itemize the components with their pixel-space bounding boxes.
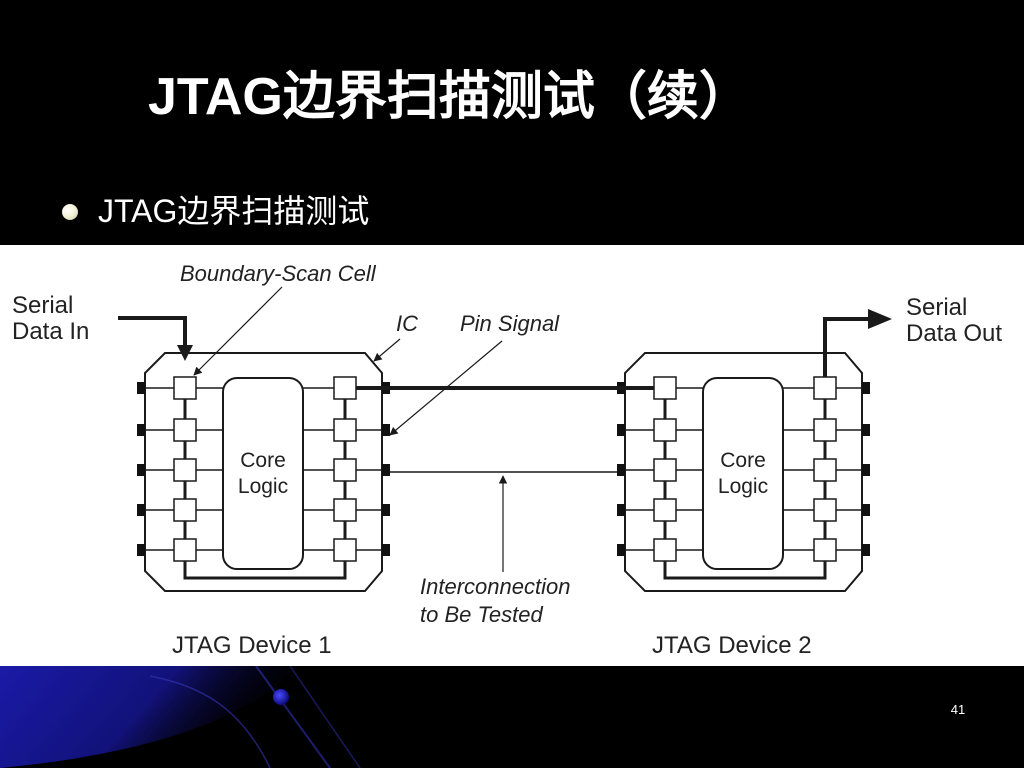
serial-data-out-label-line1: Serial — [906, 294, 967, 321]
device1-scan-chain — [183, 388, 347, 580]
bullet-dot-icon — [62, 204, 78, 220]
device2-core-logic-box — [702, 377, 784, 570]
device2-scan-chain — [663, 388, 827, 580]
boundary-scan-cell-label: Boundary-Scan Cell — [180, 261, 377, 286]
slide-title: JTAG边界扫描测试（续） — [148, 68, 751, 126]
device2-core-logic-line2: Logic — [718, 475, 768, 498]
bottom-decoration — [0, 666, 361, 768]
serial-data-out-arrowhead — [868, 309, 892, 329]
jtag-device-2: Core Logic — [617, 352, 870, 592]
serial-data-out-line — [823, 317, 870, 377]
pin-signal-callout-arrow — [389, 340, 503, 436]
serial-data-in-label-line2: Data In — [12, 318, 89, 345]
device1-label: JTAG Device 1 — [172, 632, 332, 659]
device2-core-logic-line1: Core — [720, 449, 766, 472]
ic-callout-arrow — [373, 338, 401, 362]
bullet-text: JTAG边界扫描测试 — [98, 193, 370, 229]
serial-data-in-arrowhead — [177, 345, 193, 361]
jtag-diagram: Serial Data In Serial Data Out Boundary-… — [0, 245, 1024, 666]
jtag-device-1: Core Logic — [137, 352, 390, 592]
pin-signal-label: Pin Signal — [460, 311, 560, 336]
blue-swoosh — [0, 666, 300, 768]
decor-line-1 — [255, 666, 331, 768]
serial-data-in-line — [118, 316, 187, 345]
decor-dot — [273, 689, 289, 705]
interconnection-label-line1: Interconnection — [420, 574, 570, 599]
device1-boundary-cells — [173, 376, 357, 562]
device1-core-logic-box — [222, 377, 304, 570]
boundary-scan-cell-callout-arrow — [193, 286, 283, 376]
page-number: 41 — [950, 702, 966, 717]
decor-line-2 — [289, 666, 361, 768]
decor-curve — [149, 675, 271, 768]
device1-ic-outline — [144, 352, 383, 592]
serial-data-in-label-line1: Serial — [12, 292, 73, 319]
interconnection-label-line2: to Be Tested — [420, 602, 543, 627]
device1-core-logic-line1: Core — [240, 449, 286, 472]
device1-pins — [137, 382, 390, 556]
serial-data-out-label-line2: Data Out — [906, 320, 1002, 347]
ic-label: IC — [396, 311, 418, 336]
device2-label: JTAG Device 2 — [652, 632, 812, 659]
device2-ic-outline — [624, 352, 863, 592]
device1-core-logic-line2: Logic — [238, 475, 288, 498]
device2-boundary-cells — [653, 376, 837, 562]
